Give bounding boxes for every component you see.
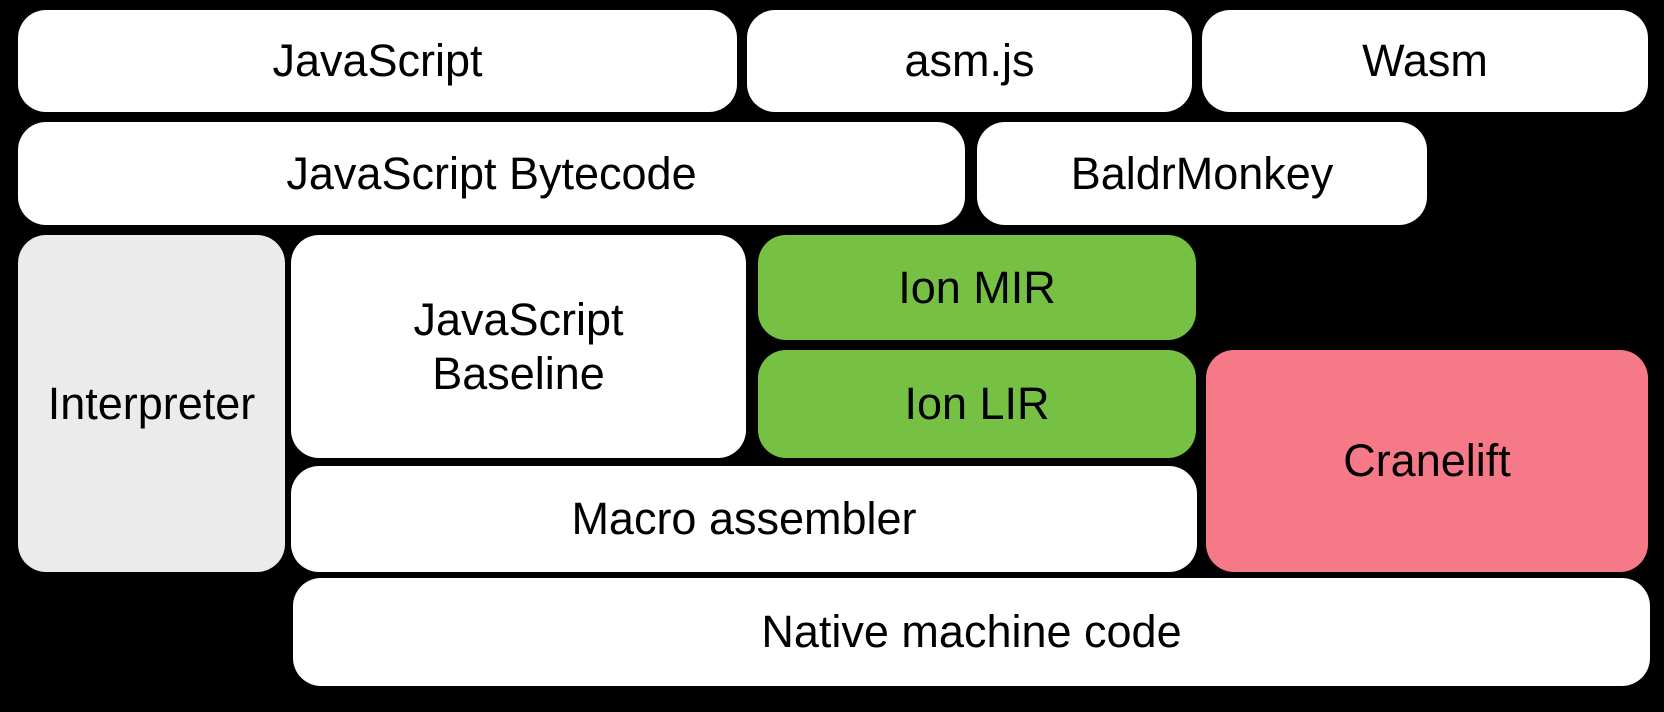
box-javascript-label: JavaScript bbox=[272, 35, 483, 86]
box-wasm-label: Wasm bbox=[1362, 35, 1488, 86]
box-javascript: JavaScript bbox=[18, 10, 737, 112]
box-javascript-baseline-label: JavaScript Baseline bbox=[413, 293, 624, 399]
box-native-machine-code: Native machine code bbox=[293, 578, 1650, 686]
box-ion-mir-label: Ion MIR bbox=[898, 261, 1056, 313]
box-javascript-baseline: JavaScript Baseline bbox=[291, 235, 746, 458]
box-javascript-bytecode-label: JavaScript Bytecode bbox=[286, 147, 697, 199]
box-interpreter-label: Interpreter bbox=[47, 377, 256, 429]
box-baldrmonkey: BaldrMonkey bbox=[977, 122, 1427, 225]
box-ion-lir-label: Ion LIR bbox=[904, 378, 1050, 429]
box-asm-js-label: asm.js bbox=[904, 35, 1035, 86]
box-asm-js: asm.js bbox=[747, 10, 1192, 112]
box-cranelift: Cranelift bbox=[1206, 350, 1648, 572]
box-ion-lir: Ion LIR bbox=[758, 350, 1196, 458]
box-native-machine-code-label: Native machine code bbox=[761, 606, 1182, 657]
box-macro-assembler: Macro assembler bbox=[291, 466, 1197, 572]
box-javascript-bytecode: JavaScript Bytecode bbox=[18, 122, 965, 225]
box-interpreter: Interpreter bbox=[18, 235, 285, 572]
box-macro-assembler-label: Macro assembler bbox=[571, 493, 917, 544]
box-wasm: Wasm bbox=[1202, 10, 1648, 112]
box-ion-mir: Ion MIR bbox=[758, 235, 1196, 340]
box-baldrmonkey-label: BaldrMonkey bbox=[1070, 147, 1334, 199]
box-cranelift-label: Cranelift bbox=[1343, 435, 1511, 486]
